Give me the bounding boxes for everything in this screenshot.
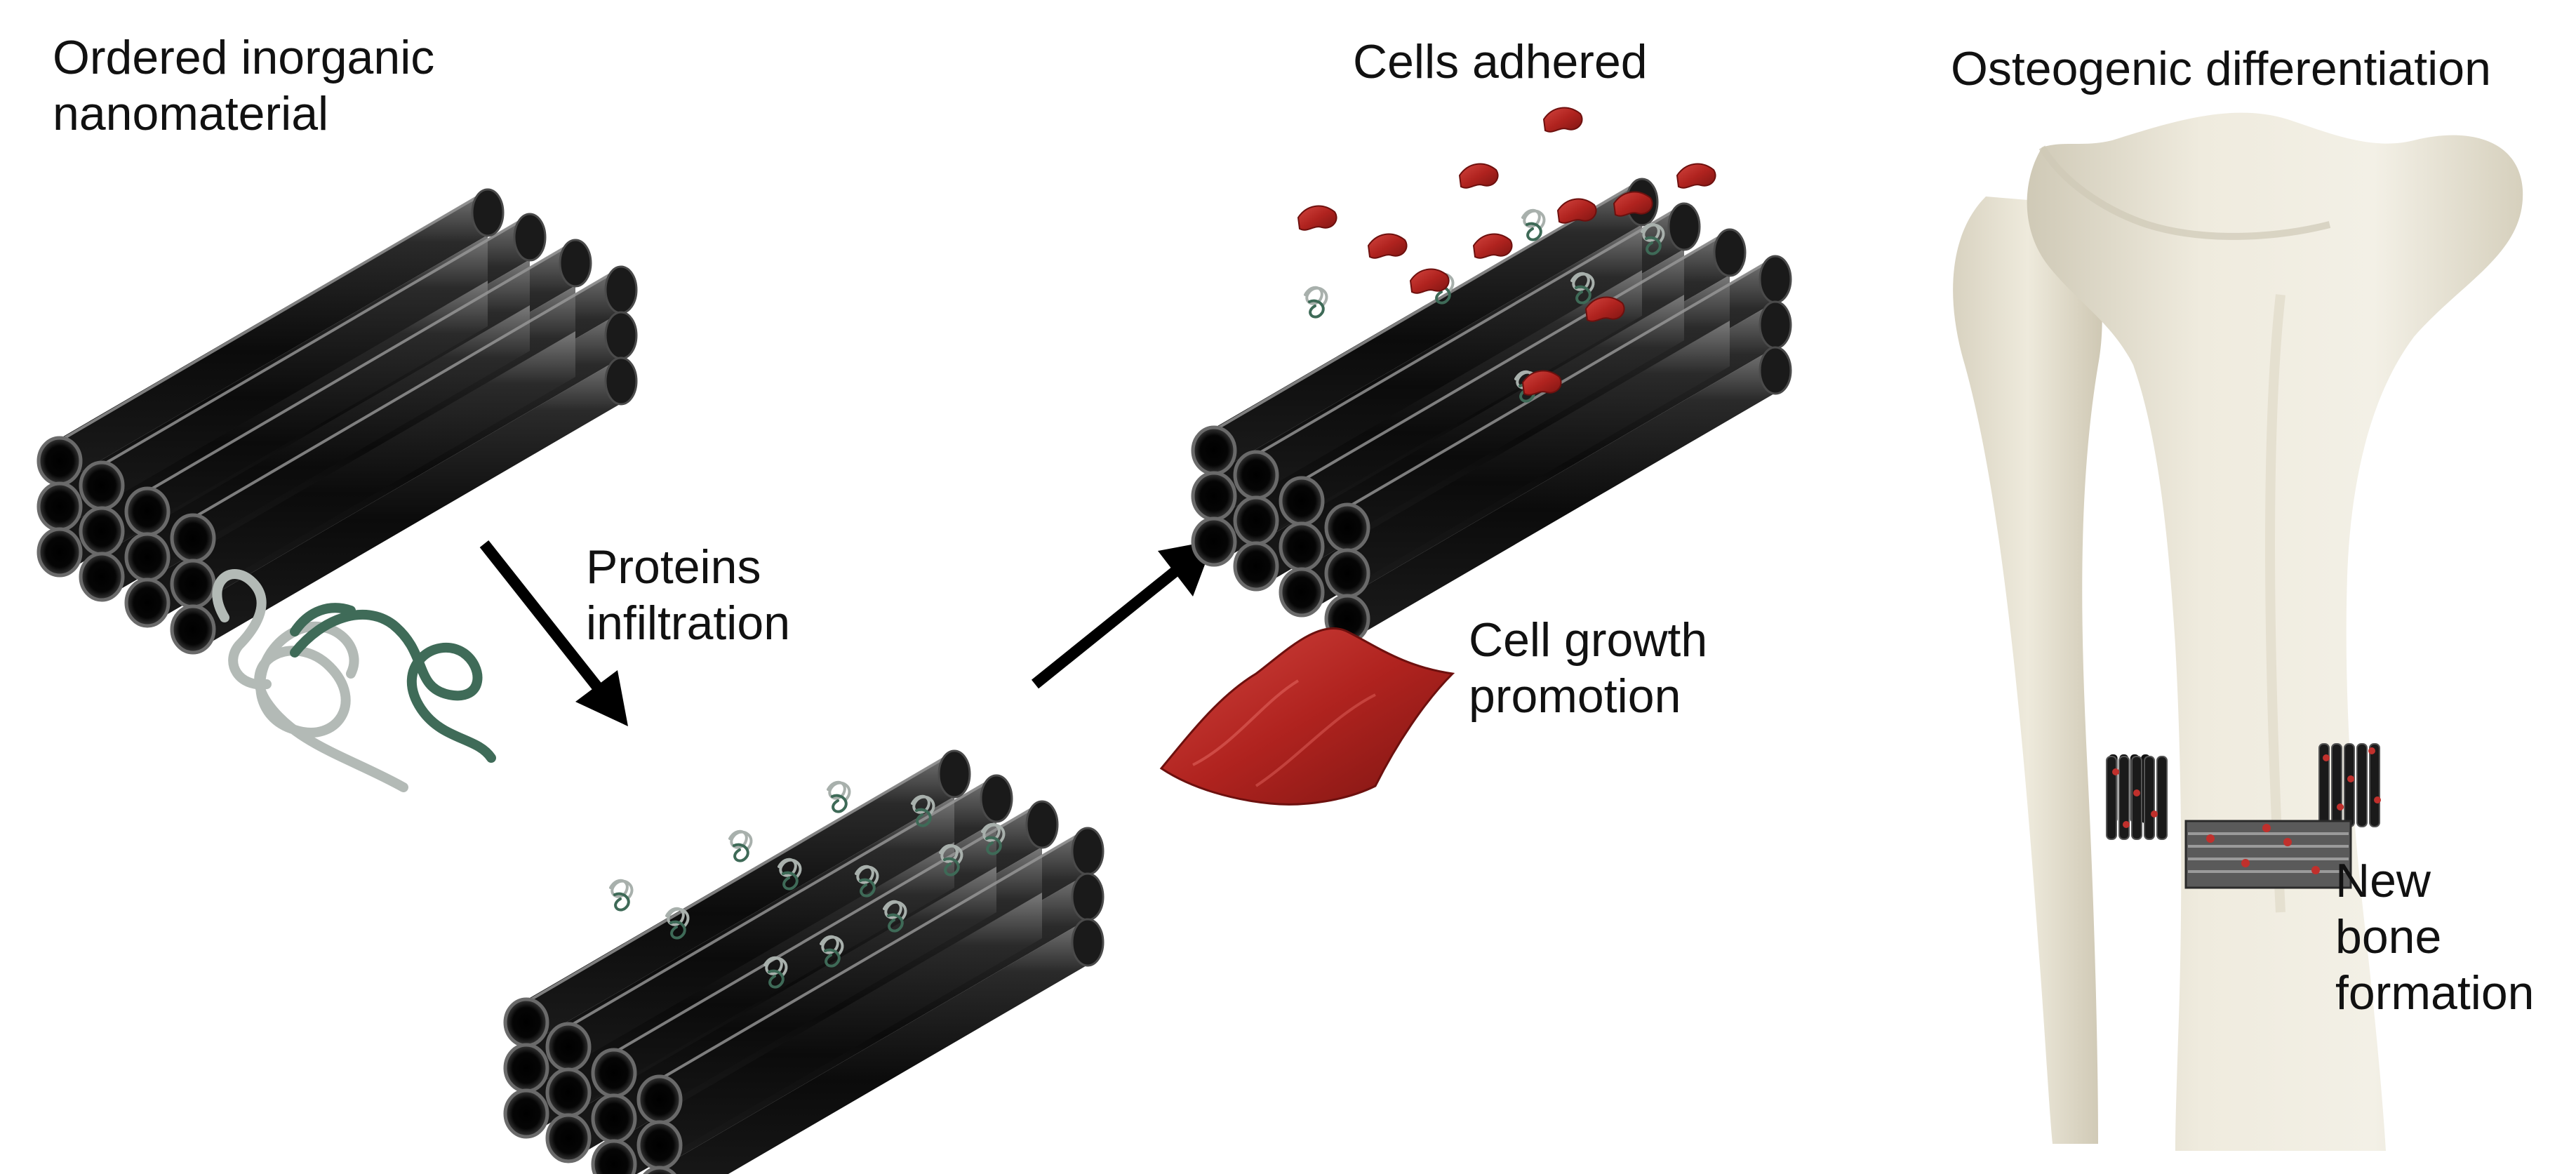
cells-adhered-label: Cells adhered	[1353, 35, 1648, 88]
bone-implant-right-bundle	[2318, 743, 2381, 827]
process-arrow-icon	[479, 540, 628, 726]
proteins-infiltration-label: Proteins infiltration	[586, 540, 791, 651]
cell-adhered-bundle	[1193, 107, 1791, 642]
cell-sheet-icon	[1159, 627, 1455, 806]
process-arrow-icon	[1031, 540, 1214, 689]
new-bone-formation-label: New bone formation	[2335, 854, 2535, 1020]
osteogenic-differentiation-label: Osteogenic differentiation	[1951, 42, 2491, 95]
ordered-material-label: Ordered inorganic nanomaterial	[53, 31, 435, 141]
tibia-bone-icon	[1953, 112, 2523, 1152]
protein-infiltrated-bundle	[505, 751, 1103, 1174]
bone-implant-left-bundle	[2106, 756, 2168, 840]
protein-coil-icon	[212, 569, 496, 792]
bone-implant-center-bundle	[2184, 820, 2352, 889]
nanotube-bundle-icon	[39, 189, 636, 653]
cell-growth-label: Cell growth promotion	[1469, 613, 1708, 723]
